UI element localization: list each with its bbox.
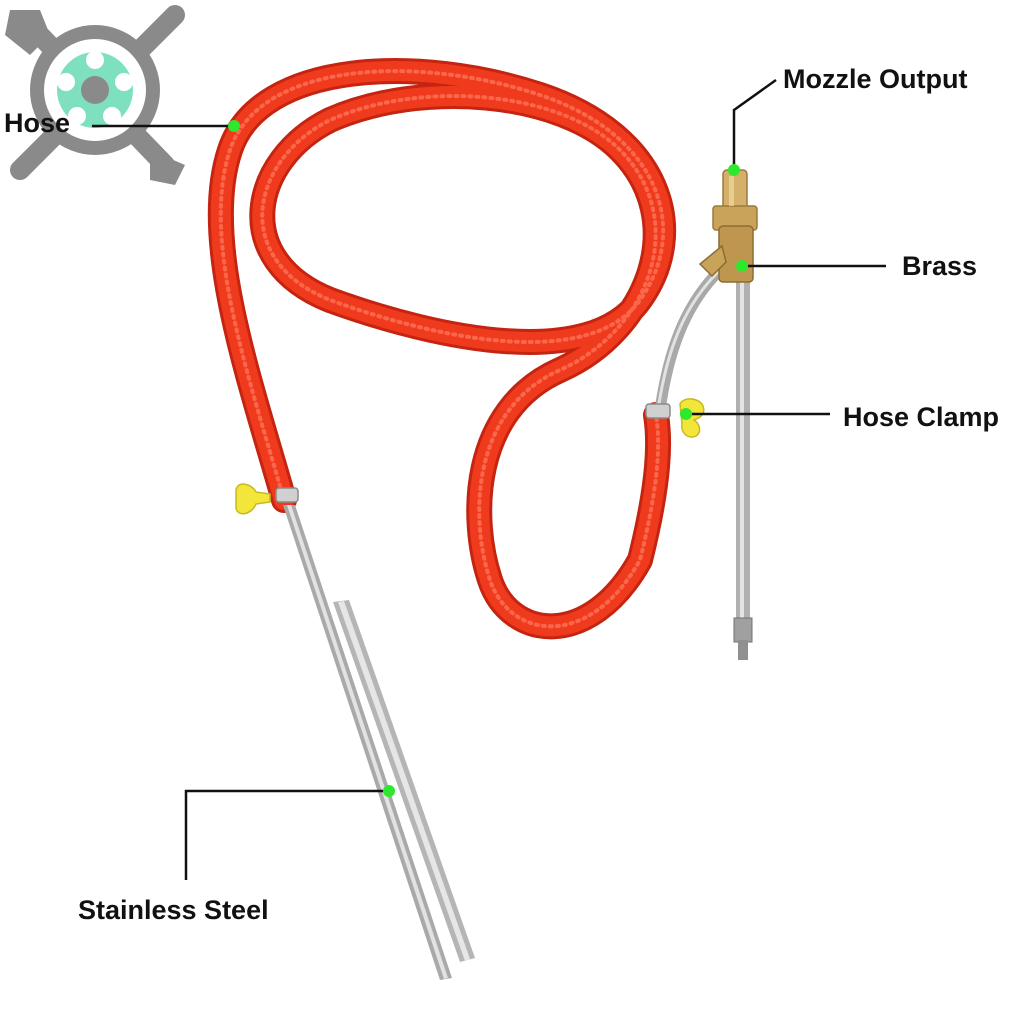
label-stainless-steel: Stainless Steel (78, 895, 269, 925)
label-brass: Brass (902, 251, 978, 281)
red-hose (207, 58, 676, 640)
marker-mozzle (728, 164, 740, 176)
leader-lines (92, 78, 886, 880)
thumb-screw-clamp-left (235, 483, 271, 515)
label-hose-clamp: Hose Clamp (843, 402, 1000, 432)
label-mozzle-output: Mozzle Output (783, 64, 968, 94)
leader-line-steel (184, 789, 389, 880)
leader-line-mozzle (732, 78, 777, 170)
label-hose: Hose (4, 108, 71, 138)
marker-hose (228, 120, 240, 132)
marker-steel (383, 785, 395, 797)
callout-markers (228, 120, 748, 797)
marker-clamp (680, 408, 692, 420)
stainless-steel-wand (645, 264, 753, 660)
marker-brass (736, 260, 748, 272)
stainless-steel-pickup (275, 487, 475, 980)
wrench-screwdriver-gear-logo (5, 5, 185, 185)
